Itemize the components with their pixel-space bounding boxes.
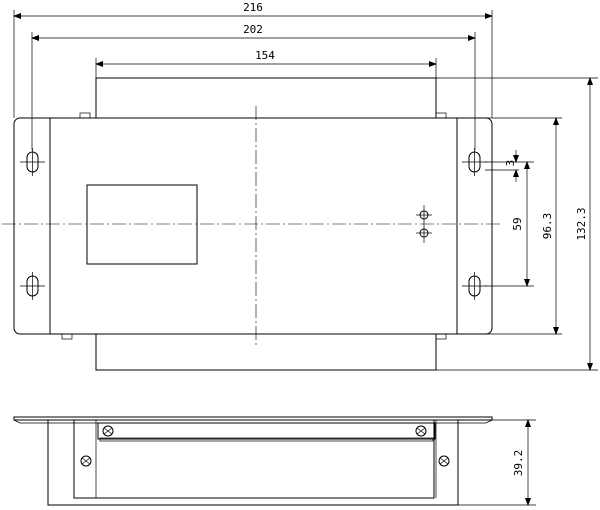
- top-view: [2, 77, 500, 371]
- corner-tab: [79, 112, 91, 119]
- dim-overall-height: 132.3: [575, 207, 588, 240]
- dim-depth: 39.2: [512, 450, 525, 477]
- inner-panel: [97, 422, 436, 440]
- main-body: [49, 117, 458, 335]
- slot-center-marks: [20, 148, 487, 300]
- flange: [13, 416, 493, 421]
- upper-raised-part: [95, 77, 437, 118]
- front-view: 39.2: [13, 416, 536, 506]
- screw-icon: [80, 455, 92, 467]
- screw-icon: [415, 425, 427, 437]
- dim-top-width: 154: [255, 49, 275, 62]
- corner-tab: [435, 112, 447, 119]
- dim-center-gap: 59: [511, 217, 524, 230]
- screw-icon: [438, 455, 450, 467]
- dim-hole-span: 202: [243, 23, 263, 36]
- corner-tab: [435, 333, 447, 340]
- display-window: [86, 184, 198, 265]
- dim-hole-spacing: 96.3: [541, 213, 554, 240]
- corner-tab: [61, 333, 73, 340]
- lower-raised-part: [95, 334, 437, 371]
- outer-housing: [47, 420, 459, 506]
- screw-icon: [102, 425, 114, 437]
- base-plate: [13, 117, 493, 335]
- dim-overall-width: 216: [243, 1, 263, 14]
- dim-slot-length: 3: [504, 160, 517, 167]
- dimensions: 216 202 154 132.3 96.3 59 3: [13, 1, 598, 371]
